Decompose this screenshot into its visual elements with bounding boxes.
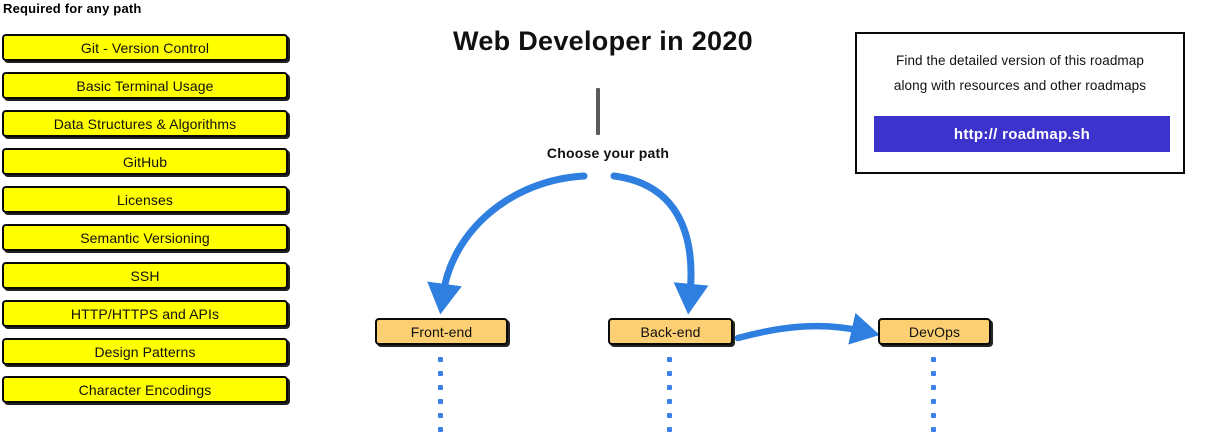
required-item-label: Data Structures & Algorithms bbox=[53, 115, 237, 132]
connector-dot bbox=[438, 357, 443, 362]
required-item[interactable]: SSH bbox=[2, 262, 288, 289]
node-back-end[interactable]: Back-end bbox=[608, 318, 733, 345]
dotted-connector-backend bbox=[667, 357, 673, 441]
required-item[interactable]: Semantic Versioning bbox=[2, 224, 288, 251]
connector-dot bbox=[931, 427, 936, 432]
node-front-end-label: Front-end bbox=[410, 323, 473, 340]
required-item[interactable]: HTTP/HTTPS and APIs bbox=[2, 300, 288, 327]
required-item-label: Git - Version Control bbox=[80, 39, 210, 56]
arrow-to-frontend bbox=[427, 172, 588, 315]
required-item[interactable]: Character Encodings bbox=[2, 376, 288, 403]
connector-dot bbox=[667, 427, 672, 432]
arrow-to-backend bbox=[610, 172, 709, 315]
connector-dot bbox=[438, 427, 443, 432]
required-item-label: Licenses bbox=[116, 191, 174, 208]
connector-dot bbox=[931, 385, 936, 390]
required-item-label: Basic Terminal Usage bbox=[76, 77, 214, 94]
connector-dot bbox=[931, 371, 936, 376]
info-box: Find the detailed version of this roadma… bbox=[855, 32, 1185, 174]
required-column-heading: Required for any path bbox=[3, 1, 142, 16]
info-box-line-1: Find the detailed version of this roadma… bbox=[896, 53, 1144, 68]
node-front-end[interactable]: Front-end bbox=[375, 318, 508, 345]
info-box-line-2: along with resources and other roadmaps bbox=[893, 78, 1147, 93]
required-item[interactable]: Data Structures & Algorithms bbox=[2, 110, 288, 137]
connector-dot bbox=[438, 371, 443, 376]
connector-dot bbox=[438, 385, 443, 390]
connector-dot bbox=[667, 357, 672, 362]
required-item[interactable]: GitHub bbox=[2, 148, 288, 175]
connector-dot bbox=[438, 399, 443, 404]
title-stem-line bbox=[596, 88, 600, 135]
connector-dot bbox=[667, 385, 672, 390]
connector-dot bbox=[667, 399, 672, 404]
required-item-label: Design Patterns bbox=[94, 343, 196, 360]
arrow-backend-to-devops bbox=[734, 312, 880, 345]
choose-your-path-label: Choose your path bbox=[546, 145, 670, 161]
required-item-label: SSH bbox=[130, 267, 160, 284]
connector-dot bbox=[667, 413, 672, 418]
page-title-text: Web Developer in 2020 bbox=[453, 26, 753, 56]
node-devops[interactable]: DevOps bbox=[878, 318, 991, 345]
required-item-label: HTTP/HTTPS and APIs bbox=[70, 305, 220, 322]
required-item[interactable]: Basic Terminal Usage bbox=[2, 72, 288, 99]
dotted-connector-devops bbox=[931, 357, 937, 441]
roadmap-link-label: http:// roadmap.sh bbox=[953, 125, 1091, 143]
required-item[interactable]: Licenses bbox=[2, 186, 288, 213]
node-back-end-label: Back-end bbox=[640, 323, 701, 340]
connector-dot bbox=[931, 399, 936, 404]
node-devops-label: DevOps bbox=[908, 323, 961, 340]
required-item-label: Character Encodings bbox=[78, 381, 212, 398]
required-item-label: GitHub bbox=[122, 153, 168, 170]
page-title: Web Developer in 2020 bbox=[418, 26, 788, 57]
required-item-label: Semantic Versioning bbox=[80, 229, 210, 246]
dotted-connector-frontend bbox=[438, 357, 444, 441]
required-item[interactable]: Design Patterns bbox=[2, 338, 288, 365]
connector-dot bbox=[667, 371, 672, 376]
connector-dot bbox=[931, 357, 936, 362]
connector-dot bbox=[931, 413, 936, 418]
roadmap-link-button[interactable]: http:// roadmap.sh bbox=[874, 116, 1170, 152]
required-item[interactable]: Git - Version Control bbox=[2, 34, 288, 61]
connector-dot bbox=[438, 413, 443, 418]
